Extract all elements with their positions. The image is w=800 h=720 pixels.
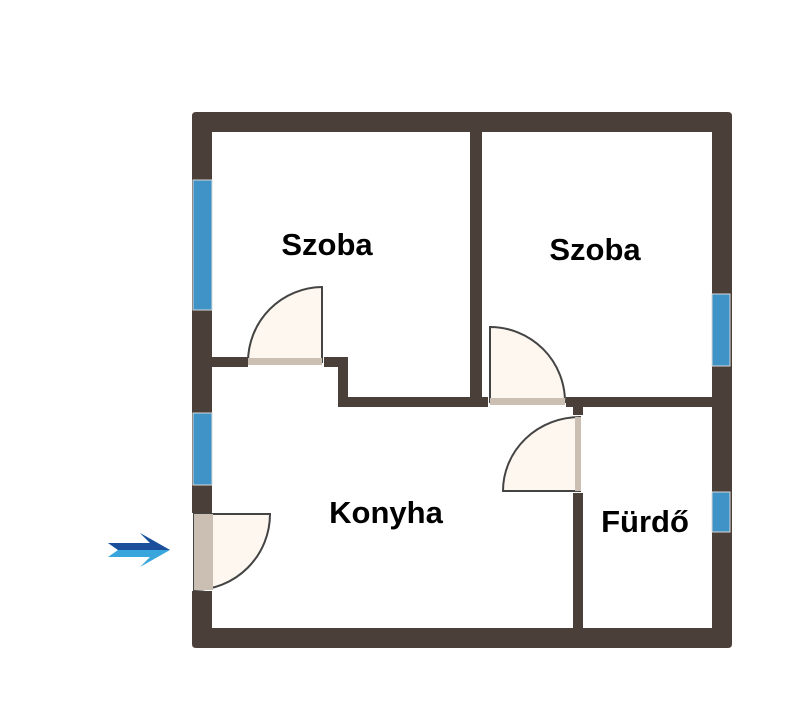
- wall-bathroom: [573, 407, 583, 628]
- wall-step: [338, 357, 348, 407]
- room-label-konyha: Konyha: [329, 495, 443, 530]
- walls: [192, 112, 732, 648]
- door-room1: [246, 285, 323, 363]
- windows: [192, 179, 731, 533]
- door-room2: [489, 325, 567, 403]
- doors: [193, 285, 581, 592]
- room-label-furdo: Fürdő: [601, 504, 689, 539]
- wall-between-rooms: [470, 132, 482, 407]
- door-bathroom: [501, 415, 581, 492]
- window-left-top: [192, 179, 213, 311]
- outer-wall: [192, 112, 732, 648]
- window-right-bath: [711, 491, 731, 533]
- entrance-arrow-icon: [108, 533, 170, 567]
- window-left-kitchen: [192, 412, 213, 486]
- room-label-szoba-1: Szoba: [281, 227, 373, 262]
- window-right-room: [711, 293, 731, 367]
- room-label-szoba-2: Szoba: [549, 232, 641, 267]
